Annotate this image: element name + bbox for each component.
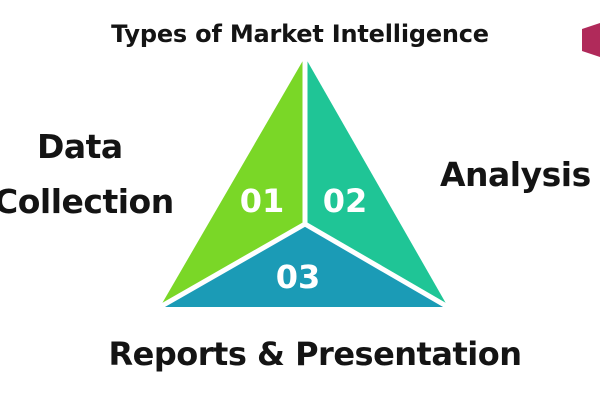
segment-01-number: 01 xyxy=(240,182,285,220)
segment-02-label: Analysis xyxy=(440,155,591,194)
segment-03-number: 03 xyxy=(276,258,321,296)
divider-right xyxy=(303,221,450,310)
segment-03-label: Reports & Presentation xyxy=(108,335,522,373)
segment-01-label-line-2: Collection xyxy=(0,182,174,221)
segment-02-number: 02 xyxy=(323,182,368,220)
corner-logo-fragment-icon xyxy=(582,23,600,57)
segment-01-label-line-1: Data xyxy=(37,127,123,166)
divider-left xyxy=(158,221,307,310)
diagram-title: Types of Market Intelligence xyxy=(111,20,489,48)
segment-03-shape xyxy=(160,224,448,307)
